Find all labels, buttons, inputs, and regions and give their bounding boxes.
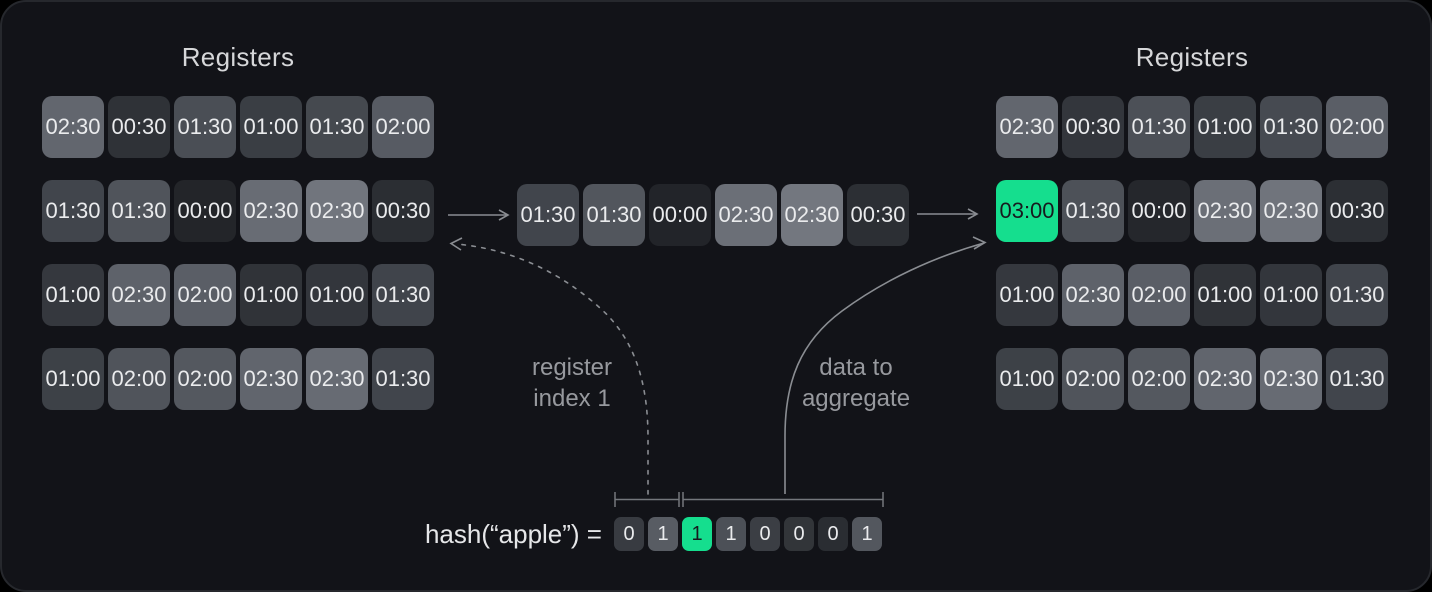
register-cell: 01:00: [996, 264, 1058, 326]
register-cell: 02:30: [781, 184, 843, 246]
register-cell: 02:00: [1128, 264, 1190, 326]
arrow-selected-to-right: [917, 208, 979, 220]
register-cell: 00:00: [1128, 180, 1190, 242]
register-cell: 02:30: [306, 348, 368, 410]
register-cell: 00:00: [174, 180, 236, 242]
register-cell: 00:30: [372, 180, 434, 242]
register-cell: 01:30: [306, 96, 368, 158]
register-cell: 01:30: [1326, 264, 1388, 326]
right-registers-title: Registers: [1135, 42, 1249, 72]
register-cell: 00:30: [847, 184, 909, 246]
arrow-left-to-selected: [448, 209, 510, 221]
register-cell: 01:00: [1194, 96, 1256, 158]
register-cell: 01:00: [42, 348, 104, 410]
register-cell: 01:00: [306, 264, 368, 326]
register-cell: 01:00: [240, 264, 302, 326]
register-cell: 01:00: [240, 96, 302, 158]
register-cell: 01:30: [42, 180, 104, 242]
register-cell: 02:30: [306, 180, 368, 242]
register-cell: 01:30: [1128, 96, 1190, 158]
register-cell: 02:30: [108, 264, 170, 326]
left-registers-title: Registers: [181, 42, 295, 72]
register-cell: 00:30: [108, 96, 170, 158]
hash-bit-cell: 1: [716, 517, 746, 551]
register-cell: 00:00: [649, 184, 711, 246]
hash-bit-cell: 1: [648, 517, 678, 551]
register-cell: 02:00: [108, 348, 170, 410]
data-aggregate-arrow: [784, 236, 987, 494]
register-cell: 02:00: [1326, 96, 1388, 158]
hash-bit-cell: 0: [614, 517, 644, 551]
register-cell: 01:30: [174, 96, 236, 158]
register-cell: 02:30: [1194, 348, 1256, 410]
register-cell: 02:00: [1062, 348, 1124, 410]
register-cell: 02:30: [996, 96, 1058, 158]
bit-range-brackets: [614, 492, 884, 507]
register-cell: 02:30: [240, 180, 302, 242]
register-cell: 02:00: [174, 264, 236, 326]
register-cell: 01:00: [1260, 264, 1322, 326]
register-cell: 01:30: [1260, 96, 1322, 158]
register-cell: 02:30: [715, 184, 777, 246]
register-cell: 03:00: [996, 180, 1058, 242]
register-cell: 01:30: [1326, 348, 1388, 410]
register-cell: 02:30: [1260, 180, 1322, 242]
register-cell: 02:00: [174, 348, 236, 410]
register-index-arrow: [449, 237, 649, 495]
register-cell: 01:30: [1062, 180, 1124, 242]
register-cell: 02:30: [1260, 348, 1322, 410]
register-index-label: register index 1: [531, 354, 613, 412]
register-cell: 02:30: [240, 348, 302, 410]
hash-bit-cell: 0: [818, 517, 848, 551]
register-cell: 00:30: [1326, 180, 1388, 242]
register-cell: 01:00: [1194, 264, 1256, 326]
register-cell: 02:30: [1062, 264, 1124, 326]
hash-expression-label: hash(“apple”) =: [424, 519, 602, 549]
register-cell: 02:00: [1128, 348, 1190, 410]
register-cell: 02:00: [372, 96, 434, 158]
data-aggregate-label: data to aggregate: [801, 354, 911, 412]
register-cell: 00:30: [1062, 96, 1124, 158]
register-cell: 01:00: [42, 264, 104, 326]
register-cell: 01:30: [108, 180, 170, 242]
hash-bit-cell: 0: [750, 517, 780, 551]
register-cell: 01:30: [583, 184, 645, 246]
hash-bit-cell: 1: [682, 517, 712, 551]
register-cell: 01:30: [372, 264, 434, 326]
register-cell: 01:30: [372, 348, 434, 410]
hash-bit-cell: 0: [784, 517, 814, 551]
register-cell: 01:30: [517, 184, 579, 246]
hash-bit-cell: 1: [852, 517, 882, 551]
register-cell: 01:00: [996, 348, 1058, 410]
register-cell: 02:30: [42, 96, 104, 158]
register-cell: 02:30: [1194, 180, 1256, 242]
